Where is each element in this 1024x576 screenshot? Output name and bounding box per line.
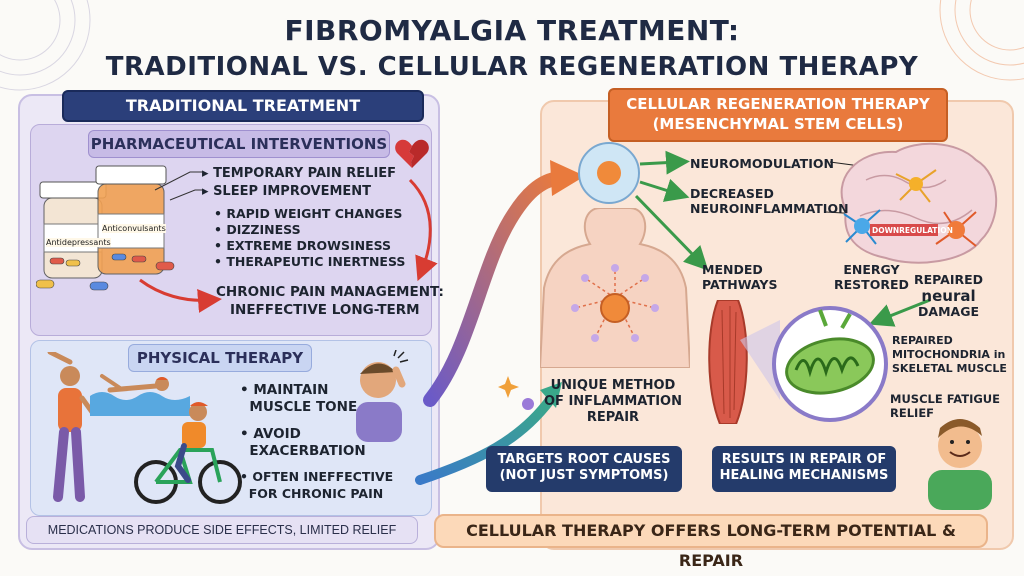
pharma-connector-lines <box>154 171 202 201</box>
background-decor <box>0 0 1024 91</box>
broken-heart-icon <box>395 139 429 168</box>
results-line2: HEALING MECHANISMS <box>719 468 889 483</box>
page-title: FIBROMYALGIA TREATMENT: <box>284 14 740 47</box>
bottle-label-anticonvulsants: Anticonvulsants <box>102 224 166 233</box>
page-subtitle: TRADITIONAL VS. CELLULAR REGENERATION TH… <box>105 52 919 82</box>
benefit-item: ▸ TEMPORARY PAIN RELIEF <box>202 166 397 181</box>
side-effect-text: EXTREME DROWSINESS <box>226 238 392 253</box>
side-effect-text: RAPID WEIGHT CHANGES <box>226 206 403 221</box>
pt-item-3-line1: OFTEN INEFFECTIVE <box>252 469 394 484</box>
traditional-footer: MEDICATIONS PRODUCE SIDE EFFECTS, LIMITE… <box>26 516 418 544</box>
unique-line2: OF INFLAMMATION <box>544 394 682 409</box>
smiling-person-icon <box>928 419 992 510</box>
headache-person-icon <box>356 350 409 442</box>
targets-root-causes-box: TARGETS ROOT CAUSES(NOT JUST SYMPTOMS) <box>486 446 682 492</box>
sparkle-icon <box>498 376 534 410</box>
pt-item-2-line2: EXACERBATION <box>249 443 366 459</box>
unique-line1: UNIQUE METHOD <box>550 378 676 393</box>
traditional-heading: TRADITIONAL TREATMENT APPROACHES <box>62 90 424 143</box>
mito-line3: SKELETAL MUSCLE <box>892 362 1007 375</box>
targets-line1: TARGETS ROOT CAUSES <box>497 452 671 467</box>
brain-neurons-icon <box>840 142 998 264</box>
mito-line2: MITOCHONDRIA in <box>892 348 1006 361</box>
pharma-heading: PHARMACEUTICAL INTERVENTIONS <box>88 130 390 158</box>
energy-line1: ENERGY <box>843 262 900 277</box>
repaired-line3: DAMAGE <box>918 304 979 319</box>
mended-line1: MENDED <box>702 262 763 277</box>
side-effect-item: • DIZZINESS <box>214 222 301 237</box>
side-effect-item: • THERAPEUTIC INERTNESS <box>214 254 406 269</box>
bottle-label-antidepressants: Antidepressants <box>46 238 111 247</box>
repaired-line1: REPAIRED <box>914 272 984 287</box>
downregulation-label: DOWNREGULATION <box>872 226 953 235</box>
benefit-text: SLEEP IMPROVEMENT <box>213 184 372 199</box>
results-line1: RESULTS IN REPAIR OF <box>721 452 887 467</box>
mitochondria-icon <box>740 306 888 422</box>
mito-line1: REPAIRED <box>892 334 953 347</box>
cellular-heading-line1: CELLULAR REGENERATION THERAPY <box>626 95 930 113</box>
cellular-heading-line2: (MESENCHYMAL STEM CELLS) <box>652 115 904 133</box>
pt-item-2: • AVOID EXACERBATION <box>240 426 366 459</box>
repaired-line2: neural <box>921 287 976 305</box>
targets-line2: (NOT JUST SYMPTOMS) <box>499 468 669 483</box>
pt-item-3-line2: FOR CHRONIC PAIN <box>248 486 384 501</box>
energy-line2: RESTORED <box>834 277 909 292</box>
bottom-summary-bar: CELLULAR THERAPY OFFERS LONG-TERM POTENT… <box>434 514 988 570</box>
stretching-woman-icon <box>47 352 95 502</box>
pt-item-1: • MAINTAIN MUSCLE TONE <box>240 382 358 415</box>
physical-therapy-heading: PHYSICAL THERAPY <box>128 344 312 372</box>
neuromodulation-label: NEUROMODULATION <box>690 156 834 171</box>
conclusion-line1: CHRONIC PAIN MANAGEMENT: <box>216 284 444 300</box>
pt-item-1-line2: MUSCLE TONE <box>249 399 358 415</box>
pt-item-2-line1: AVOID <box>253 426 301 442</box>
side-effect-text: THERAPEUTIC INERTNESS <box>226 254 406 269</box>
conclusion-line2: INEFFECTIVE LONG-TERM <box>230 302 420 318</box>
side-effect-text: DIZZINESS <box>226 222 301 237</box>
decreased-line2: NEUROINFLAMMATION <box>690 201 849 216</box>
unique-line3: REPAIR <box>586 410 640 425</box>
benefit-text: TEMPORARY PAIN RELIEF <box>213 166 397 181</box>
benefit-item: ▸ SLEEP IMPROVEMENT <box>202 184 372 199</box>
cellular-heading: CELLULAR REGENERATION THERAPY (MESENCHYM… <box>608 88 948 142</box>
mended-line2: PATHWAYS <box>702 277 778 292</box>
stem-cell-icon <box>578 142 640 204</box>
side-effect-item: • RAPID WEIGHT CHANGES <box>214 206 403 221</box>
side-effect-item: • EXTREME DROWSINESS <box>214 238 392 253</box>
pt-item-3: • OFTEN INEFFECTIVE FOR CHRONIC PAIN <box>240 469 394 501</box>
decreased-line1: DECREASED <box>690 186 774 201</box>
fatigue-line2: RELIEF <box>890 406 935 420</box>
human-body-inflammation-icon <box>540 208 690 368</box>
green-arrows <box>634 150 931 327</box>
red-arrows <box>139 178 438 313</box>
muscle-icon <box>708 300 748 424</box>
pt-item-1-line1: MAINTAIN <box>253 382 329 398</box>
swimmer-icon <box>90 374 190 416</box>
cyclist-icon <box>134 402 242 504</box>
fatigue-line1: MUSCLE FATIGUE <box>890 392 1000 406</box>
